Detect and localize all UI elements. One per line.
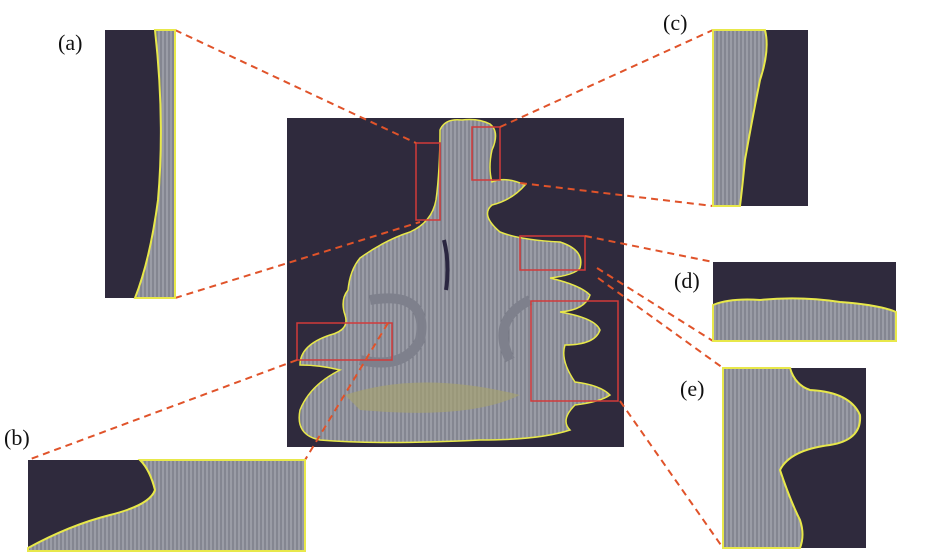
label-b: (b) <box>4 425 30 450</box>
main-image <box>287 118 624 447</box>
region-box-c <box>471 126 501 181</box>
region-box-e <box>530 300 619 402</box>
inset-c <box>712 29 808 207</box>
label-e: (e) <box>680 376 705 401</box>
inset-a <box>105 29 176 299</box>
inset-e <box>722 367 866 549</box>
inset-b <box>27 459 306 552</box>
region-box-d <box>519 235 586 271</box>
region-box-b <box>296 322 393 361</box>
label-a: (a) <box>58 30 83 55</box>
inset-d <box>712 262 897 342</box>
region-box-a <box>415 142 441 221</box>
label-d: (d) <box>674 268 700 293</box>
connector-lines <box>27 29 724 549</box>
label-c: (c) <box>663 10 688 35</box>
